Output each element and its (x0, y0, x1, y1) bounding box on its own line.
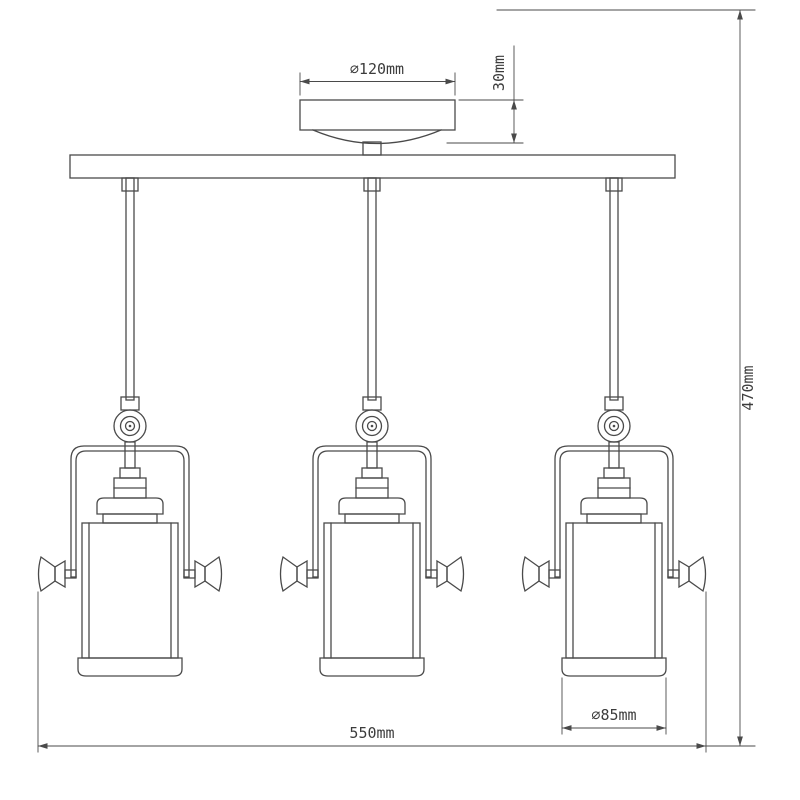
canopy-dome (312, 129, 442, 145)
spotlight-center (279, 177, 465, 677)
dimension-label-shade-diameter: ⌀85mm (591, 706, 636, 724)
spotlight-right (521, 177, 707, 677)
canopy (299, 99, 456, 156)
spotlight-left (37, 177, 223, 677)
dimension-shade-diameter: ⌀85mm (561, 677, 667, 735)
dimension-canopy-height: 30mm (446, 45, 524, 144)
dimension-label-canopy-diameter: ⌀120mm (350, 60, 404, 78)
dimension-label-canopy-height: 30mm (490, 55, 508, 91)
dimension-label-overall-width: 550mm (349, 724, 394, 742)
canopy-body (299, 99, 456, 131)
dimension-label-overall-height: 470mm (739, 365, 757, 410)
mounting-bar (69, 154, 676, 179)
dimension-overall-height: 470mm (496, 9, 757, 747)
dimension-overall-width: 550mm (37, 591, 756, 753)
dimension-canopy-diameter: ⌀120mm (299, 60, 456, 96)
